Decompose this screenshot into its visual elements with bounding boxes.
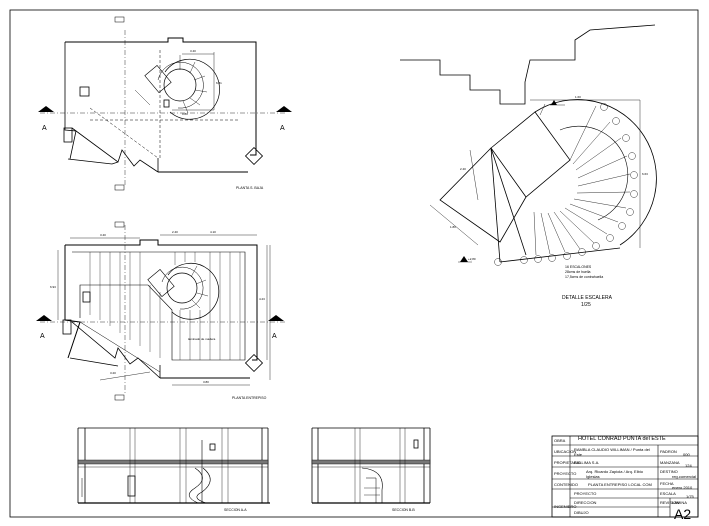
tb-propietario-value: BALLIMA S.A. xyxy=(574,460,600,465)
caption-section-a: SECCION A-A xyxy=(224,508,247,512)
section-marker-right-mid: A xyxy=(272,333,277,340)
stair-detail xyxy=(400,24,657,266)
dim-mid-4: 4.23 xyxy=(259,297,265,301)
tb-contenido-value: PLANTA ENTREPISO LOCAL COM xyxy=(588,482,652,487)
caption-plan-mezzanine: PLANTA ENTREPISO xyxy=(232,396,267,400)
tb-escala-value: 1/75 xyxy=(686,494,694,499)
tb-ingeniero-label: INGENIERO xyxy=(554,504,577,509)
tb-obra-label: OBRA xyxy=(554,438,566,443)
dim-mid-2: 2.40 xyxy=(172,230,178,234)
tb-revision-label: REVISION xyxy=(660,500,680,505)
section-marker-left-mid: A xyxy=(40,333,45,340)
detail-note-1: 28cms de huella xyxy=(565,270,591,274)
dim-mid-3: 4.10 xyxy=(210,230,216,234)
dim-mid-6: 3.20 xyxy=(110,371,116,375)
tb-lamina-label: LAMINA xyxy=(672,500,687,505)
tb-propietario-label: PROPIETARIO xyxy=(554,460,582,465)
caption-plan-ground: PLANTA S. BAJA xyxy=(236,186,264,190)
tb-dibujo-label: DIBUJO xyxy=(574,510,589,515)
sheet-border xyxy=(9,9,699,518)
tb-sheet-number: A2 xyxy=(674,506,692,522)
level-mark-detail: +2,80 xyxy=(468,257,476,261)
tb-contenido-label: CONTENIDO xyxy=(554,482,578,487)
dim-mid-7: 6.93 xyxy=(50,285,56,289)
detail-scale: 1/25 xyxy=(581,302,591,308)
dim-det-3: 2.40 xyxy=(460,167,466,171)
detail-note-2: 17,5cms de contrahuella xyxy=(565,275,603,279)
tb-ubicacion-label: UBICACION xyxy=(554,449,577,454)
caption-section-b: SECCION B-B xyxy=(392,508,415,512)
plan-ground-markers xyxy=(38,16,292,191)
section-marker-left-top: A xyxy=(42,125,47,132)
tb-proyecto2-label: PROYECTO xyxy=(574,491,597,496)
dim-mid-5: 3.80 xyxy=(203,380,209,384)
tb-proyecto-value: Arq. Ricardo Zapiola / Arq. Elbio Iglesi… xyxy=(586,469,643,479)
detail-note-0: 16 ESCALONES xyxy=(565,265,592,269)
tb-fecha-value: enero 2010 xyxy=(672,485,693,490)
title-block xyxy=(551,435,699,518)
plan-ground-floor xyxy=(40,30,285,185)
section-b xyxy=(311,427,431,504)
tb-destino-value: reg.comercial xyxy=(672,474,697,479)
note-mezzanine-floor: laminado de madera xyxy=(188,337,216,341)
tb-escala-label: ESCALA xyxy=(660,491,676,496)
dim-det-4: 1.80 xyxy=(450,225,456,229)
tb-proyecto-label: PROYECTO xyxy=(554,471,577,476)
dim-top-h: 6.81 xyxy=(216,81,222,85)
detail-title: DETALLE ESCALERA xyxy=(562,295,613,301)
tb-destino-label: DESTINO xyxy=(660,469,678,474)
dim-mid-1: 3.40 xyxy=(100,233,106,237)
tb-padron-label: PADRON xyxy=(660,449,677,454)
section-a xyxy=(77,427,270,504)
tb-manzana-label: MANZANA xyxy=(660,460,680,465)
tb-padron-value: 000 xyxy=(683,452,690,457)
tb-direccion-label: DIRECCION xyxy=(574,500,597,505)
section-marker-right-top: A xyxy=(280,125,285,132)
plan-mezzanine xyxy=(40,225,285,395)
dim-top-b: 0.80 xyxy=(182,112,188,116)
dim-det-2: 1.60 xyxy=(575,95,581,99)
plan-mezzanine-markers xyxy=(36,221,284,401)
dim-top-w: 3.40 xyxy=(190,49,196,53)
tb-ubicacion-value: RAMBLA CLAUDIO WILLIMAN / Punta del Este xyxy=(574,447,650,457)
tb-manzana-value: 124 xyxy=(685,463,692,468)
dim-det-1: 6.63 xyxy=(642,172,648,176)
tb-fecha-label: FECHA xyxy=(660,481,674,486)
level-marker-detail-top xyxy=(551,100,557,105)
tb-obra-value: HOTEL CONRAD PUNTA del ESTE xyxy=(578,436,666,442)
level-marker-detail xyxy=(460,256,468,262)
